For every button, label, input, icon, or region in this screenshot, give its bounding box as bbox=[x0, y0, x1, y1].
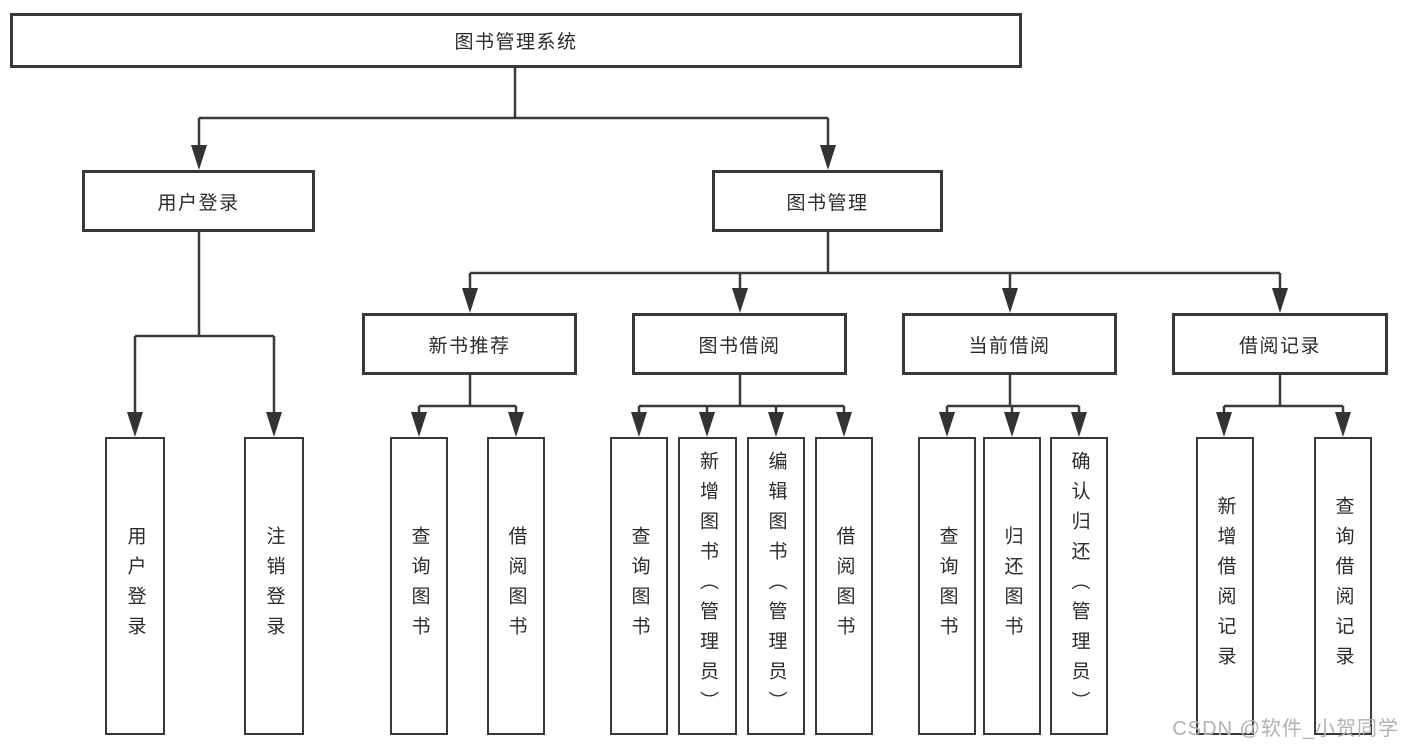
leaf-bb-borrow-book: 借阅图书 bbox=[815, 437, 873, 735]
arrow-down-icon bbox=[462, 288, 478, 313]
leaf-label: 新增图书（管理员） bbox=[697, 451, 718, 721]
leaf-label: 编辑图书（管理员） bbox=[765, 451, 787, 721]
arrow-down-icon bbox=[1002, 288, 1018, 313]
leaf-label: 借阅图书 bbox=[833, 526, 855, 646]
leaf-label: 借阅图书 bbox=[505, 526, 527, 646]
node-book-borrow: 图书借阅 bbox=[632, 313, 847, 375]
node-current-borrow: 当前借阅 bbox=[902, 313, 1117, 375]
arrow-down-icon bbox=[699, 412, 715, 437]
leaf-label: 归还图书 bbox=[1001, 526, 1023, 646]
arrow-down-icon bbox=[1272, 288, 1288, 313]
leaf-br-query-record: 查询借阅记录 bbox=[1314, 437, 1372, 735]
leaf-cb-query-book: 查询图书 bbox=[918, 437, 976, 735]
leaf-label: 查询图书 bbox=[628, 526, 650, 646]
node-user-login: 用户登录 bbox=[82, 170, 315, 232]
node-borrow-record: 借阅记录 bbox=[1172, 313, 1388, 375]
leaf-nb-query-book: 查询图书 bbox=[390, 437, 448, 735]
connector-book-mgmt-split bbox=[468, 232, 1282, 291]
leaf-label: 查询借阅记录 bbox=[1332, 496, 1354, 676]
leaf-label: 查询图书 bbox=[936, 526, 958, 646]
arrow-down-icon bbox=[631, 412, 647, 437]
arrow-down-icon bbox=[508, 412, 524, 437]
arrow-down-icon bbox=[266, 412, 282, 437]
leaf-label: 注销登录 bbox=[263, 526, 285, 646]
arrow-down-icon bbox=[411, 412, 427, 437]
connector-current-borrow-split bbox=[945, 375, 1081, 415]
arrow-down-icon bbox=[191, 145, 207, 170]
connector-borrow-record-split bbox=[1222, 375, 1345, 415]
leaf-logout-login: 注销登录 bbox=[244, 437, 304, 735]
node-root-system: 图书管理系统 bbox=[10, 13, 1022, 68]
leaf-label: 用户登录 bbox=[124, 526, 146, 646]
leaf-user-login: 用户登录 bbox=[105, 437, 165, 735]
arrow-down-icon bbox=[768, 412, 784, 437]
arrow-down-icon bbox=[127, 412, 143, 437]
node-book-management: 图书管理 bbox=[712, 170, 943, 232]
leaf-label: 确认归还（管理员） bbox=[1068, 451, 1090, 721]
arrow-down-icon bbox=[939, 412, 955, 437]
leaf-cb-return-book: 归还图书 bbox=[983, 437, 1041, 735]
connector-book-borrow-split bbox=[637, 375, 846, 415]
arrow-down-icon bbox=[1071, 412, 1087, 437]
node-new-book-recommend: 新书推荐 bbox=[362, 313, 577, 375]
leaf-bb-edit-book-admin: 编辑图书（管理员） bbox=[747, 437, 805, 735]
connector-user-login-split bbox=[133, 232, 276, 415]
arrow-down-icon bbox=[1335, 412, 1351, 437]
csdn-watermark: CSDN @软件_小贺同学 bbox=[1172, 718, 1399, 740]
leaf-bb-query-book: 查询图书 bbox=[610, 437, 668, 735]
leaf-label: 新增借阅记录 bbox=[1214, 496, 1236, 676]
leaf-nb-borrow-book: 借阅图书 bbox=[487, 437, 545, 735]
leaf-bb-add-book-admin: 新增图书（管理员） bbox=[678, 437, 737, 735]
arrow-down-icon bbox=[1216, 412, 1232, 437]
arrow-down-icon bbox=[820, 145, 836, 170]
leaf-br-add-record: 新增借阅记录 bbox=[1196, 437, 1254, 735]
leaf-cb-confirm-return-admin: 确认归还（管理员） bbox=[1050, 437, 1108, 735]
arrow-down-icon bbox=[1004, 412, 1020, 437]
arrow-down-icon bbox=[732, 288, 748, 313]
connector-root-split bbox=[197, 68, 830, 148]
arrow-down-icon bbox=[836, 412, 852, 437]
leaf-label: 查询图书 bbox=[408, 526, 430, 646]
connector-new-book-split bbox=[417, 375, 518, 415]
